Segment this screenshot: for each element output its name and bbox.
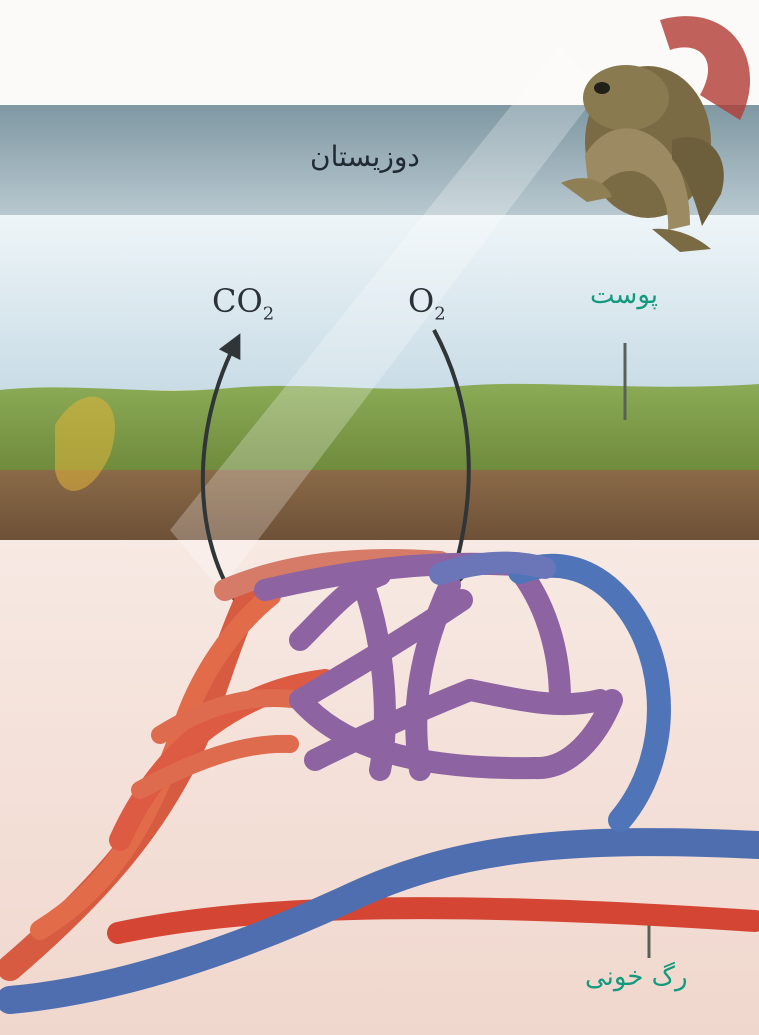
- diagram-title: دوزیستان: [310, 140, 420, 173]
- co2-label: CO2: [212, 282, 274, 324]
- soil-layer: [0, 470, 759, 550]
- skin-label: پوست: [590, 280, 658, 310]
- o2-main-text: O: [408, 282, 434, 320]
- co2-main-text: CO: [212, 282, 263, 320]
- o2-subscript: 2: [434, 303, 445, 324]
- co2-subscript: 2: [263, 303, 274, 324]
- o2-label: O2: [408, 282, 446, 324]
- blood-vessel-label: رگ خونی: [585, 962, 688, 992]
